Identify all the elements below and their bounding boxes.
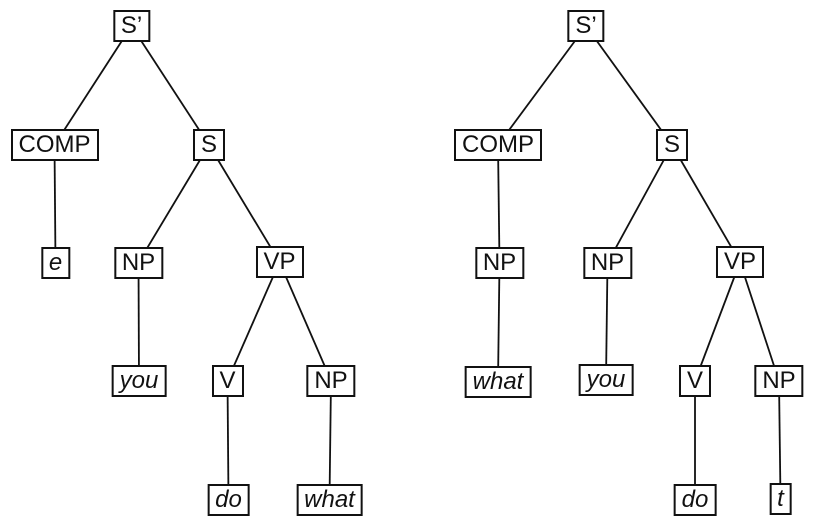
right-node-np-object: NP	[754, 365, 804, 397]
left-edge-sbar-comp	[53, 25, 133, 146]
left-edge-s-np	[137, 144, 210, 263]
left-node-v: V	[211, 364, 244, 397]
right-node-np-subject: NP	[582, 247, 633, 279]
right-node-s-bar: S’	[567, 10, 605, 42]
right-edge-np-t	[778, 380, 782, 499]
left-edge-sbar-s	[130, 25, 210, 146]
left-node-np-subject: NP	[113, 246, 164, 279]
right-node-what: what	[464, 366, 532, 398]
right-node-comp: COMP	[454, 129, 542, 161]
left-edge-s-vp	[208, 144, 281, 263]
right-edge-vp-v	[694, 261, 741, 382]
right-node-np-comp: NP	[474, 247, 525, 279]
left-node-vp: VP	[255, 246, 304, 278]
right-edge-vp-np	[739, 261, 780, 382]
right-node-v: V	[678, 365, 712, 397]
right-edge-np-what	[497, 262, 501, 383]
left-node-do: do	[207, 484, 250, 516]
right-node-vp: VP	[715, 246, 765, 278]
right-edge-sbar-s	[585, 25, 673, 146]
right-node-you: you	[578, 364, 634, 396]
right-node-do: do	[673, 483, 717, 516]
left-node-s: S	[192, 129, 226, 161]
left-edge-np-what	[328, 380, 332, 501]
right-node-t: t	[769, 482, 792, 515]
left-edge-v-do	[226, 380, 230, 501]
left-node-comp: COMP	[10, 129, 99, 161]
right-edge-np-you	[605, 262, 609, 381]
right-edge-sbar-comp	[497, 25, 587, 146]
left-edge-np-you	[137, 262, 140, 382]
right-edge-s-vp	[671, 144, 741, 263]
left-edge-comp-e	[53, 144, 57, 263]
left-edge-vp-np	[278, 261, 332, 381]
right-edge-comp-np	[497, 144, 501, 264]
left-edge-vp-v	[226, 261, 281, 381]
right-edge-s-np	[606, 144, 673, 264]
left-node-what: what	[296, 484, 363, 516]
right-node-s: S	[655, 129, 689, 161]
left-node-you: you	[111, 365, 167, 397]
left-node-s-bar: S’	[112, 10, 151, 42]
left-node-e: e	[40, 246, 71, 279]
left-node-np-object: NP	[306, 364, 356, 397]
